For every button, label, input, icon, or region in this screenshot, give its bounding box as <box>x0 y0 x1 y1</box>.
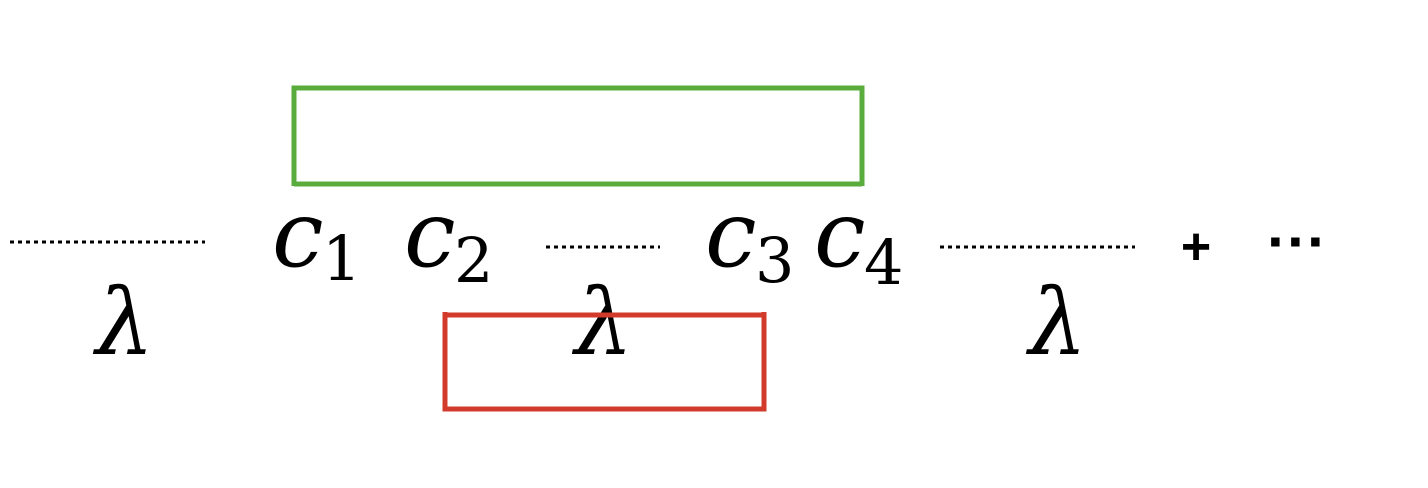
plus-sign: + <box>1181 218 1211 276</box>
ellipsis: ··· <box>1267 208 1327 275</box>
token-c1: c 1 <box>272 181 361 295</box>
token-c4-sub: 4 <box>864 226 903 299</box>
token-c1-sub: 1 <box>322 222 361 295</box>
token-c2-sub: 2 <box>454 224 493 297</box>
red-span-box <box>442 312 767 412</box>
token-c3-base: c <box>705 181 757 288</box>
lambda-label-1: λ <box>92 269 154 376</box>
token-c1-base: c <box>272 181 324 288</box>
green-span-box <box>291 85 865 187</box>
token-c3-sub: 3 <box>755 224 794 297</box>
token-c3: c 3 <box>705 181 794 297</box>
token-c2: c 2 <box>404 181 493 297</box>
token-c2-base: c <box>404 181 456 288</box>
token-c4-base: c <box>814 181 866 288</box>
token-c4: c 4 <box>814 181 903 299</box>
lambda-label-2: λ <box>571 269 633 376</box>
lambda-label-3: λ <box>1025 269 1087 376</box>
